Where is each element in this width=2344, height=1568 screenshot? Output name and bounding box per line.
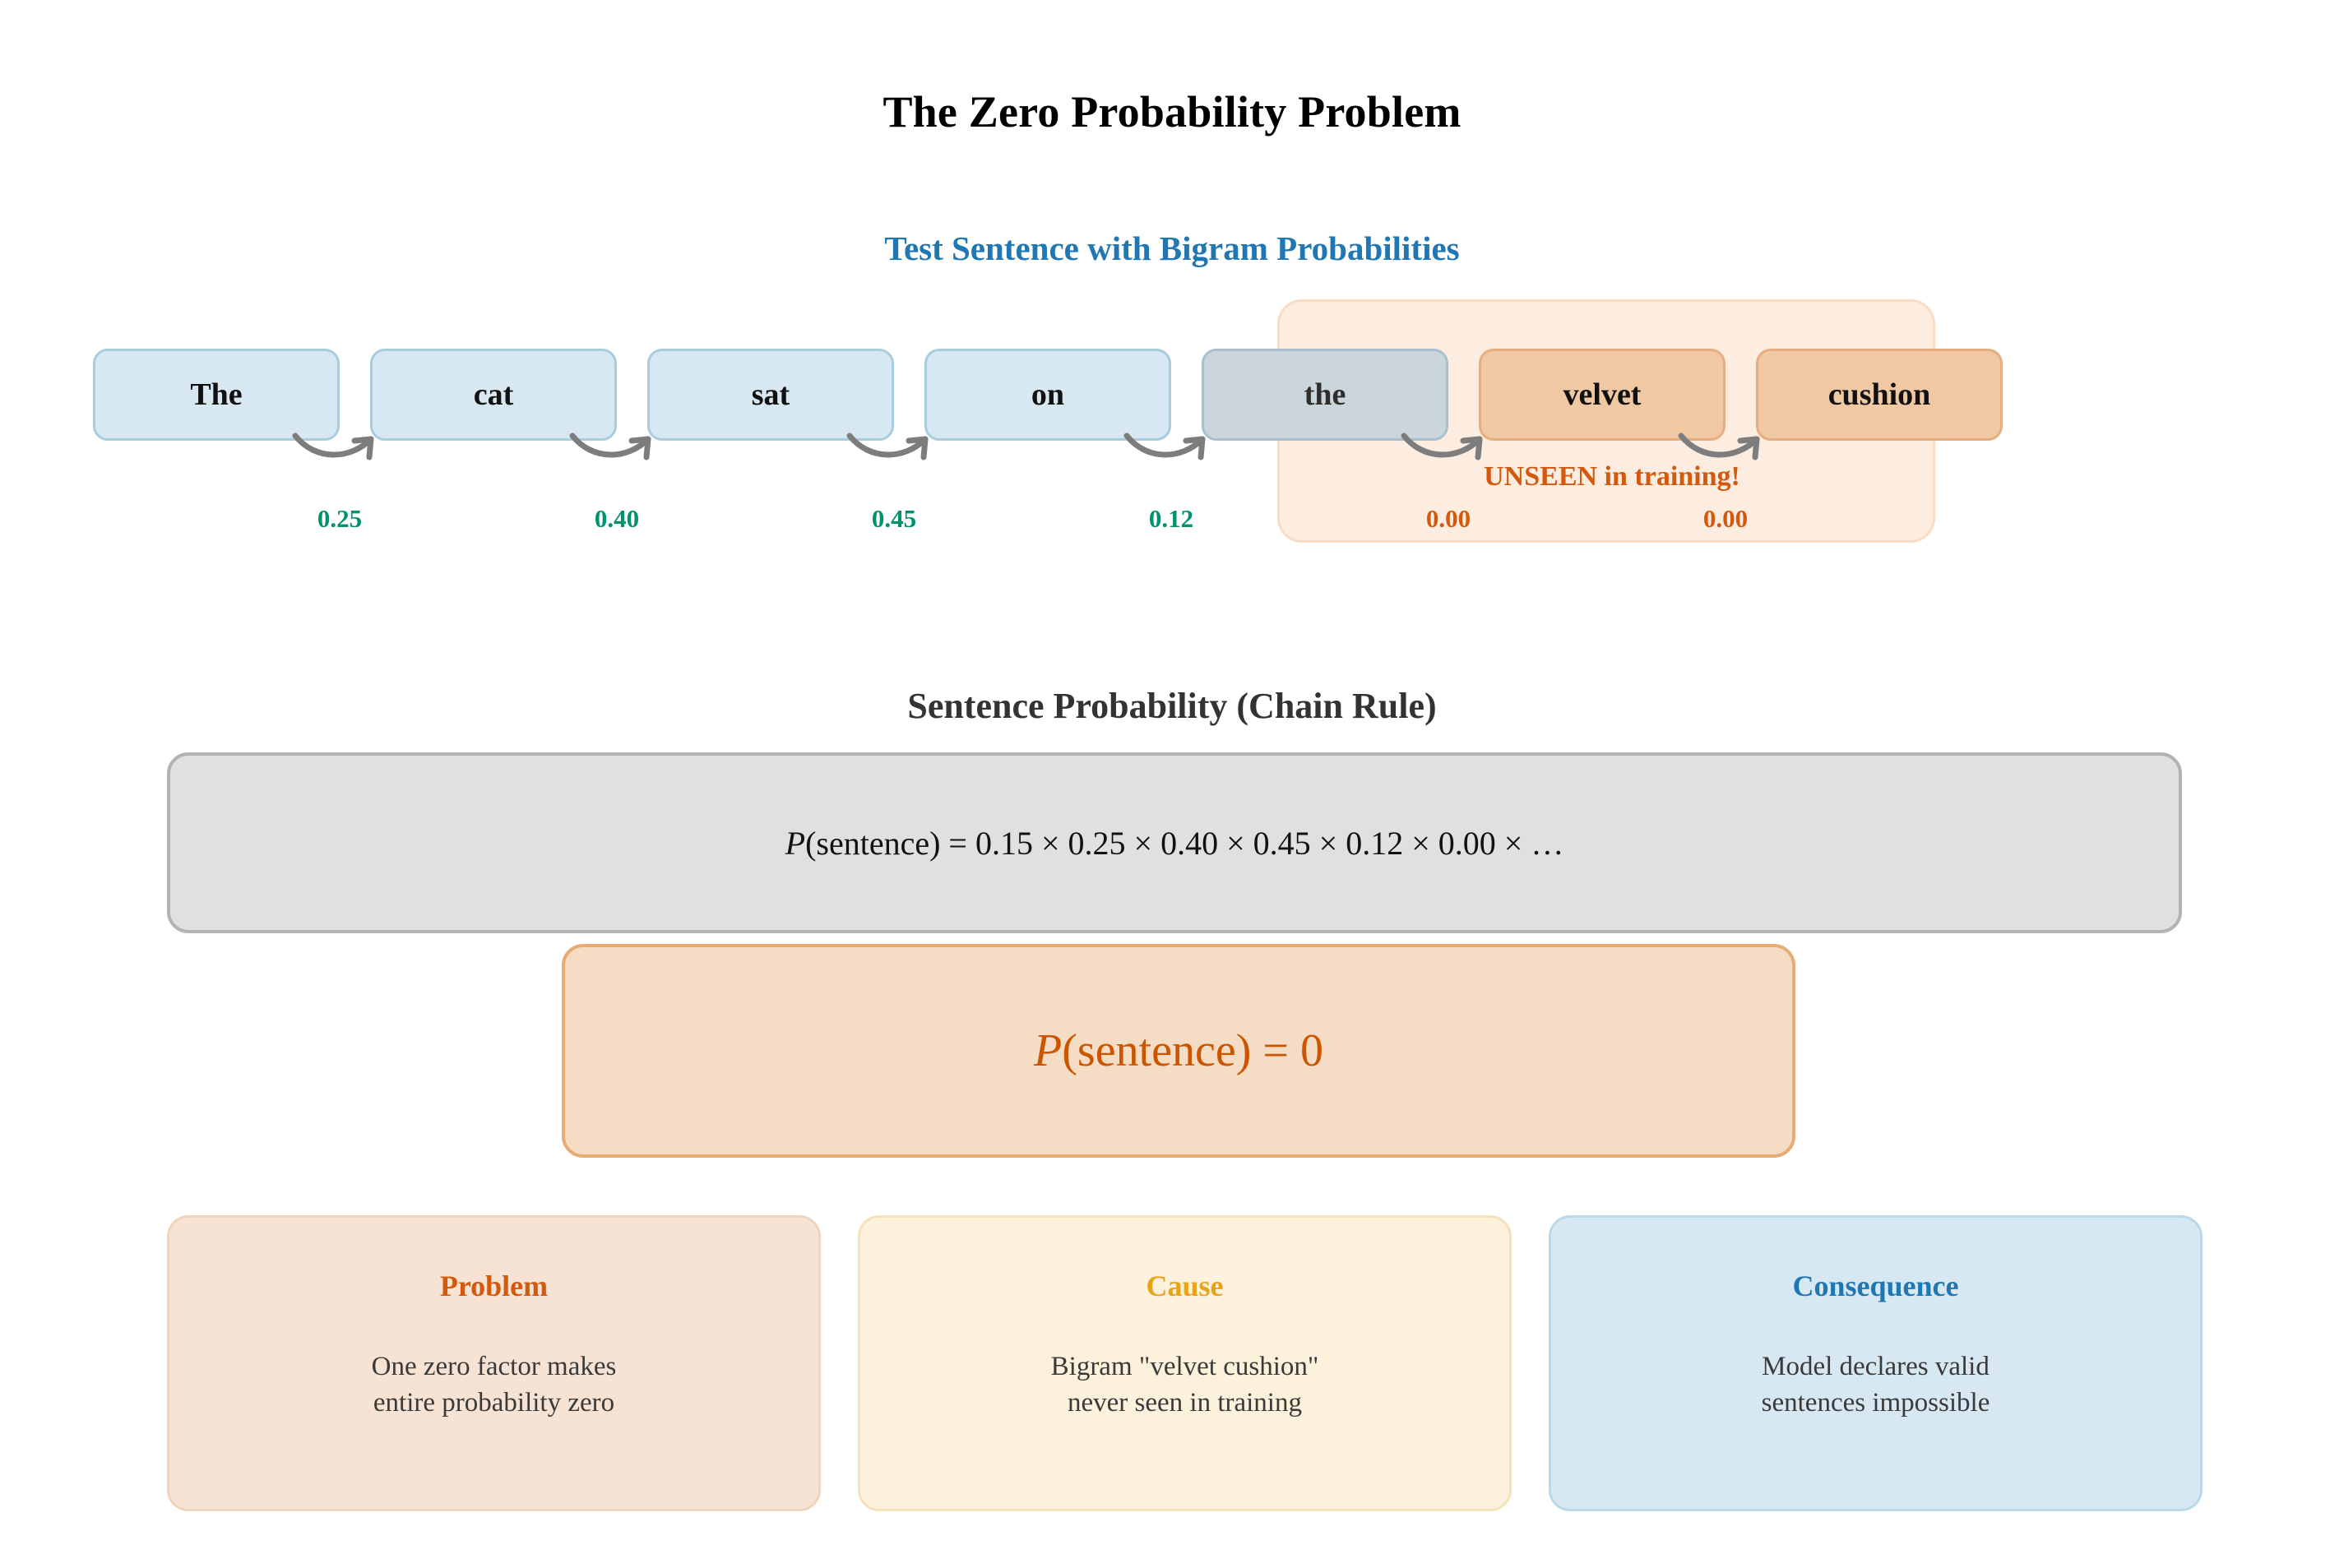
- unseen-note-label: UNSEEN in training!: [1484, 461, 1740, 492]
- card-body: Model declares valid sentences impossibl…: [1551, 1349, 2200, 1422]
- word-label: on: [1031, 377, 1065, 412]
- result-value: 0: [1299, 1025, 1323, 1076]
- word-box-velvet: velvet: [1479, 349, 1726, 441]
- word-label: cushion: [1827, 377, 1931, 412]
- formula-ellipsis: …: [1531, 824, 1564, 862]
- info-card-consequence: Consequence Model declares valid sentenc…: [1549, 1215, 2203, 1511]
- formula-times-icon: ×: [1133, 824, 1153, 862]
- formula-times-icon: ×: [1503, 824, 1523, 862]
- word-box-the-1: The: [93, 349, 340, 441]
- formula-equals: =: [948, 824, 967, 862]
- word-label: The: [190, 377, 243, 412]
- word-label: velvet: [1563, 377, 1642, 412]
- card-body-line: sentences impossible: [1761, 1387, 1990, 1418]
- transition-arrow-icon: [846, 432, 929, 460]
- card-body-line: Model declares valid: [1762, 1352, 1990, 1381]
- word-box-the-2: the: [1202, 349, 1448, 441]
- formula-times-icon: ×: [1411, 824, 1430, 862]
- word-label: the: [1304, 377, 1346, 412]
- card-body-line: never seen in training: [1068, 1387, 1302, 1418]
- bigram-probability: 0.25: [317, 504, 363, 533]
- formula-factor: 0.45: [1253, 824, 1311, 862]
- page-title: The Zero Probability Problem: [882, 87, 1462, 136]
- bigram-probability: 0.45: [871, 504, 917, 533]
- word-label: cat: [473, 377, 514, 412]
- transition-arrow-icon: [292, 432, 374, 460]
- formula-function: P: [785, 824, 806, 862]
- zero-result-box: P(sentence) = 0: [562, 944, 1795, 1158]
- formula-times-icon: ×: [1318, 824, 1338, 862]
- bigram-probability: 0.12: [1148, 504, 1194, 533]
- bigram-probability-zero: 0.00: [1425, 504, 1471, 533]
- sentence-section-heading: Test Sentence with Bigram Probabilities: [884, 229, 1460, 267]
- chain-rule-heading: Sentence Probability (Chain Rule): [907, 686, 1437, 726]
- chain-rule-formula-box: P(sentence) = 0.15 × 0.25 × 0.40 × 0.45 …: [167, 752, 2182, 933]
- transition-arrow-icon: [1123, 432, 1206, 460]
- unseen-region-highlight: [1277, 299, 1935, 543]
- word-box-cat: cat: [370, 349, 617, 441]
- result-function: P: [1034, 1025, 1063, 1076]
- result-argument: (sentence): [1062, 1025, 1252, 1076]
- formula-factor: 0.15: [975, 824, 1033, 862]
- formula-factor: 0.12: [1346, 824, 1404, 862]
- card-body: Bigram "velvet cushion" never seen in tr…: [860, 1349, 1509, 1422]
- word-box-sat: sat: [647, 349, 894, 441]
- card-body-line: entire probability zero: [373, 1387, 615, 1418]
- info-card-cause: Cause Bigram "velvet cushion" never seen…: [858, 1215, 1512, 1511]
- card-title: Problem: [439, 1270, 549, 1302]
- word-box-on: on: [924, 349, 1171, 441]
- card-title: Consequence: [1792, 1270, 1959, 1302]
- bigram-probability-zero: 0.00: [1702, 504, 1749, 533]
- card-body-line: Bigram "velvet cushion": [1050, 1352, 1319, 1381]
- formula-times-icon: ×: [1040, 824, 1060, 862]
- formula-factor: 0.40: [1160, 824, 1219, 862]
- bigram-probability: 0.40: [594, 504, 640, 533]
- card-body-line: One zero factor makes: [371, 1352, 617, 1381]
- formula-times-icon: ×: [1226, 824, 1245, 862]
- word-box-cushion: cushion: [1756, 349, 2003, 441]
- zero-result-formula: P(sentence) = 0: [1034, 1025, 1323, 1077]
- formula-factor: 0.25: [1068, 824, 1126, 862]
- transition-arrow-icon: [569, 432, 651, 460]
- info-card-problem: Problem One zero factor makes entire pro…: [167, 1215, 821, 1511]
- transition-arrow-icon: [1401, 432, 1483, 460]
- result-equals: =: [1262, 1025, 1289, 1076]
- word-label: sat: [751, 377, 790, 412]
- transition-arrow-icon: [1678, 432, 1760, 460]
- card-title: Cause: [1146, 1270, 1224, 1302]
- chain-rule-formula: P(sentence) = 0.15 × 0.25 × 0.40 × 0.45 …: [785, 824, 1564, 863]
- formula-argument: (sentence): [805, 824, 941, 862]
- formula-factor: 0.00: [1438, 824, 1496, 862]
- card-body: One zero factor makes entire probability…: [169, 1349, 818, 1422]
